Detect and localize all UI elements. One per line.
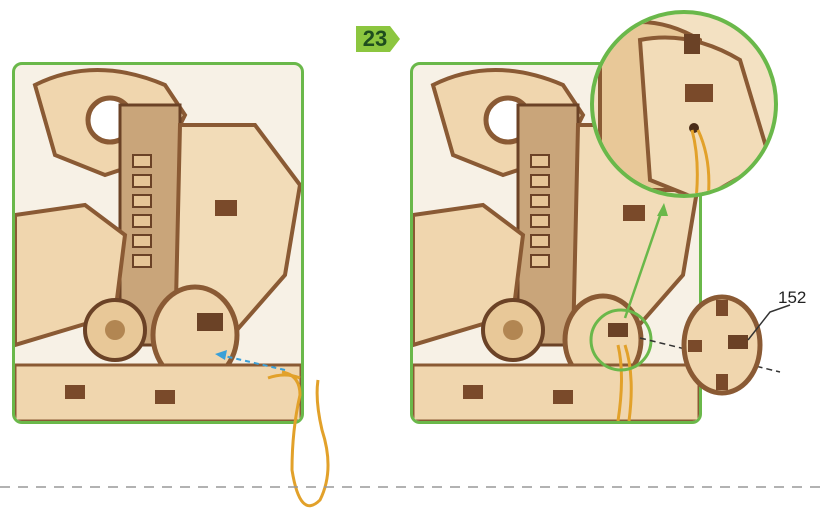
- wooden-disc-part-icon: [684, 297, 760, 393]
- zoom-guide-line: [625, 210, 662, 318]
- magnifier-circle-icon: [592, 12, 776, 200]
- part-number-label: 152: [778, 288, 806, 308]
